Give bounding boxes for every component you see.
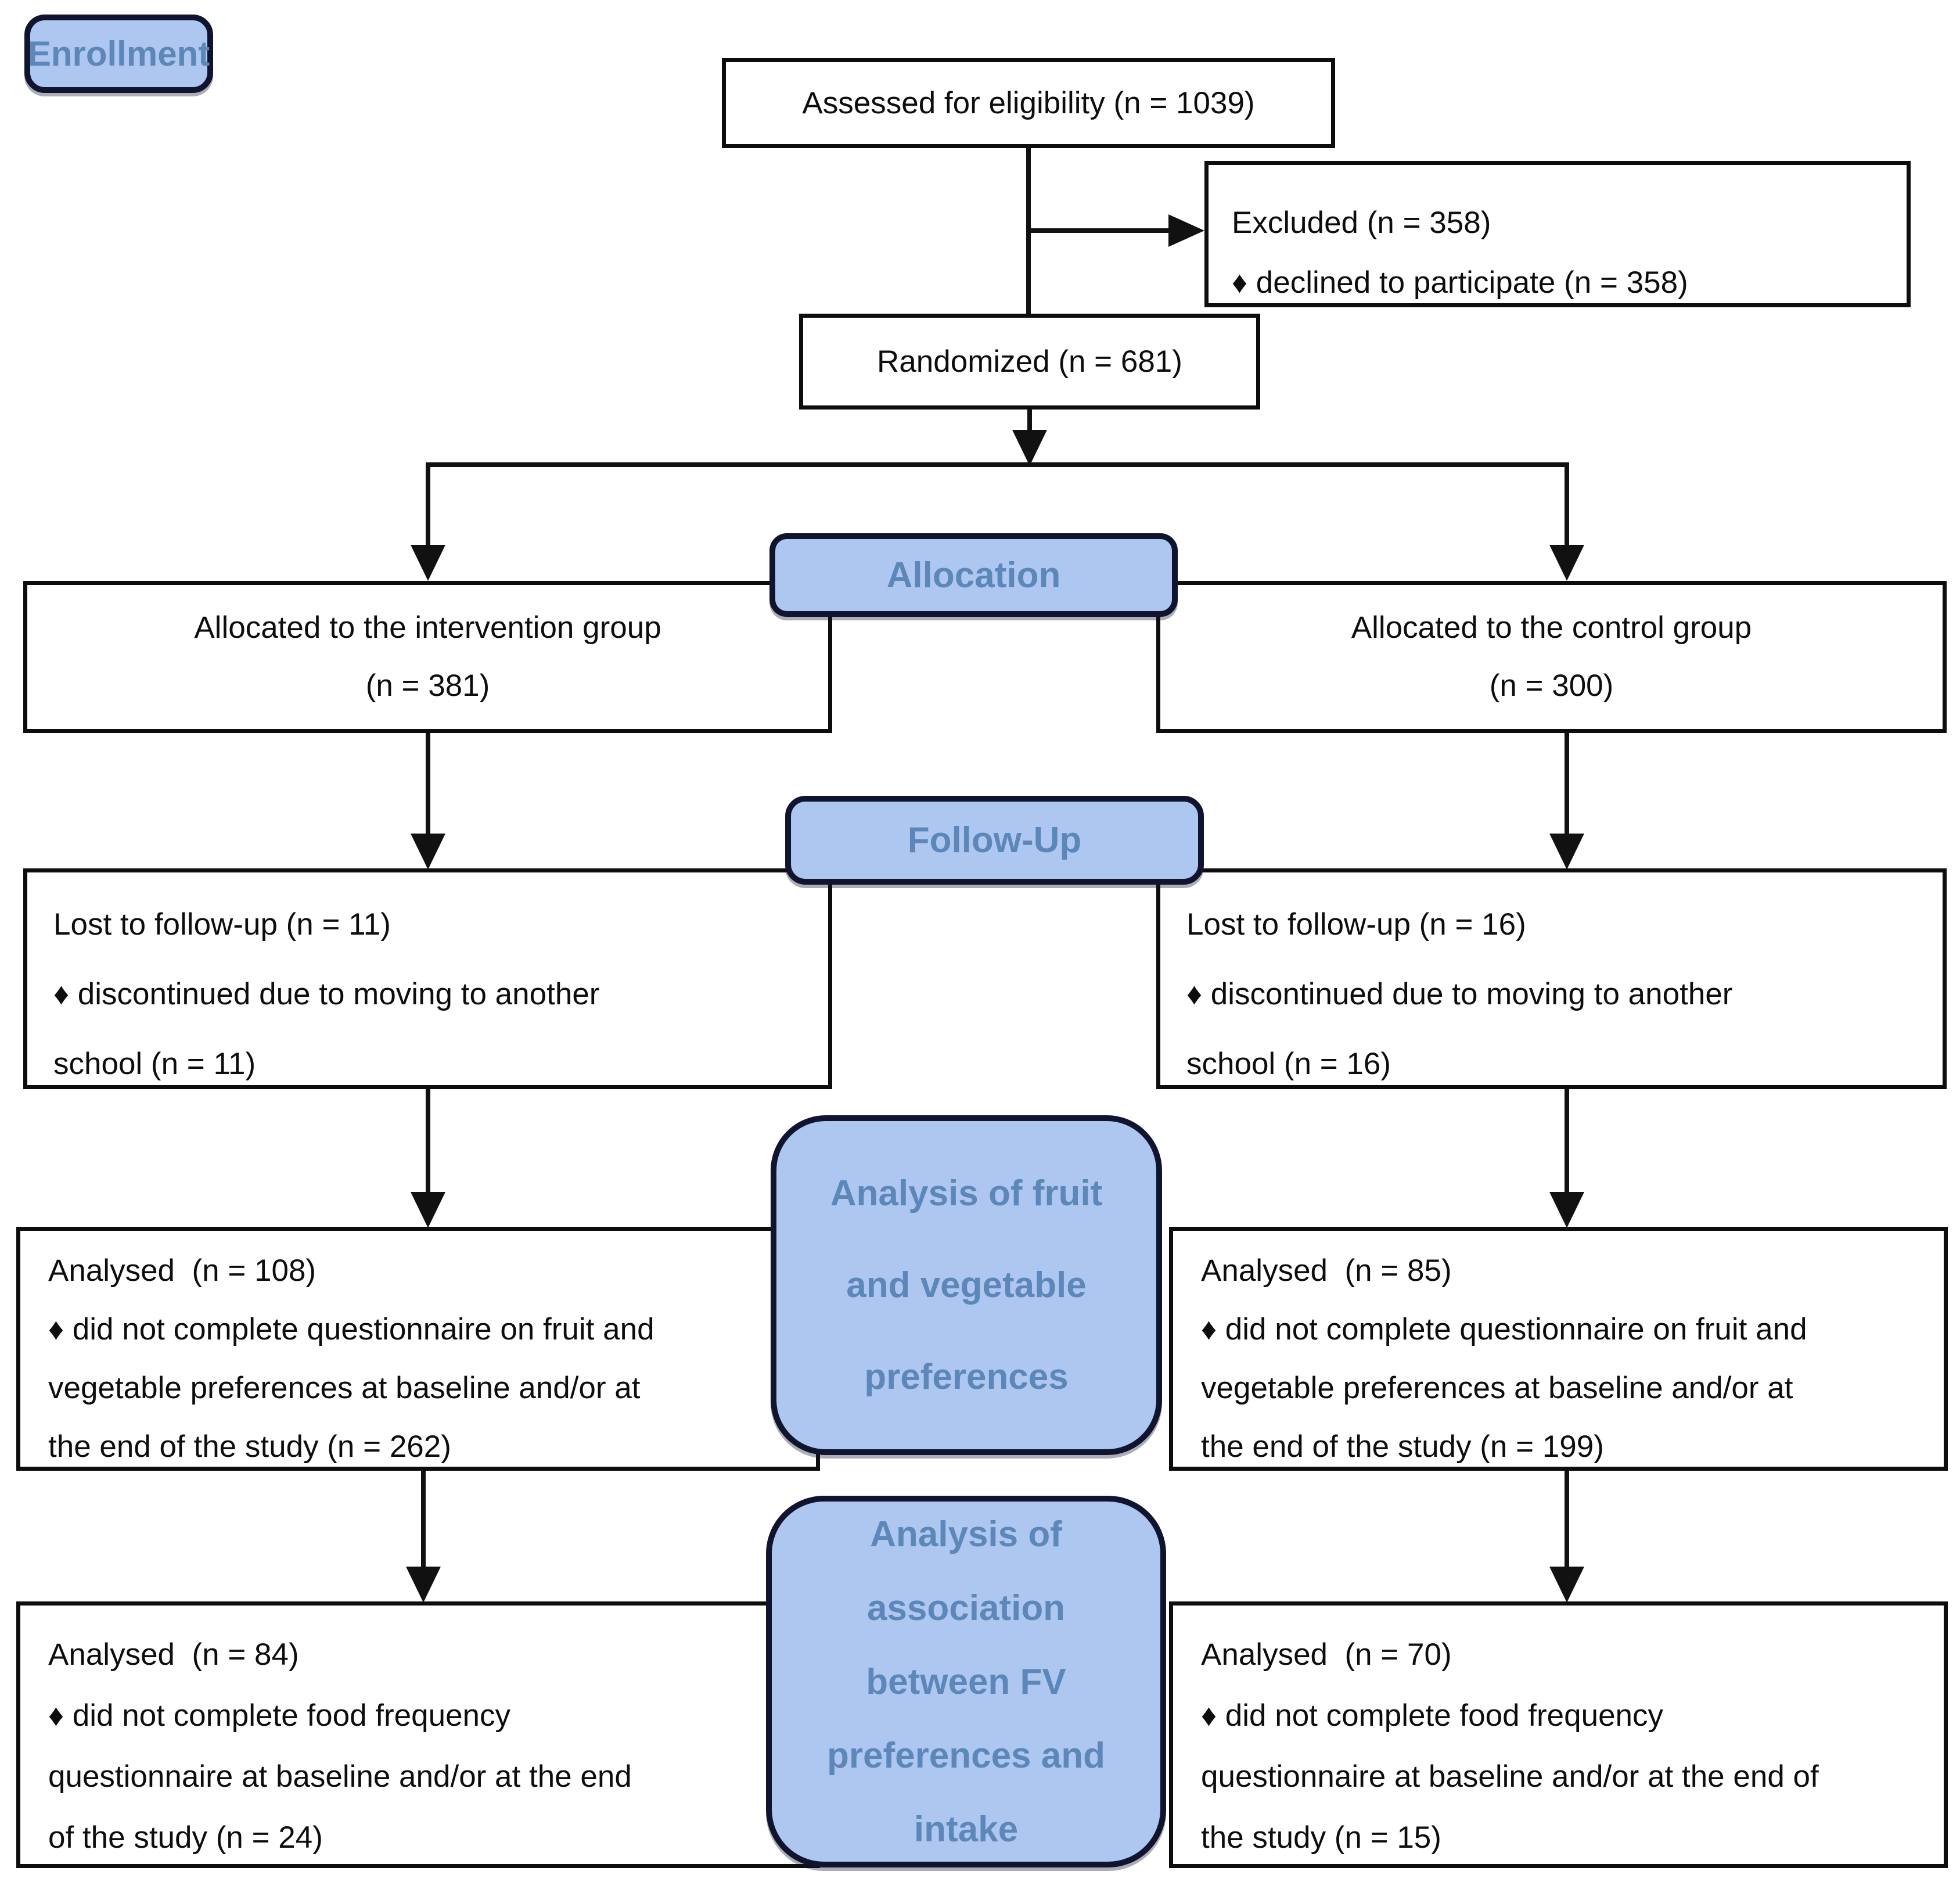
allocated-control-text: Allocated to the control group	[1351, 610, 1752, 645]
analysed-ffq-intervention-l3: questionnaire at baseline and/or at the …	[48, 1759, 632, 1794]
analysed-ffq-control-l2: ♦ did not complete food frequency	[1201, 1698, 1664, 1733]
connector-split-bar	[426, 462, 1569, 467]
analysis-fv-line2: and vegetable	[846, 1265, 1087, 1305]
analysis-fv-line3: preferences	[864, 1356, 1069, 1397]
lost-intervention-reason: ♦ discontinued due to moving to another	[53, 977, 600, 1011]
analysis-assoc-line1: Analysis of	[870, 1514, 1062, 1554]
connector-followup-to-analysis-left	[426, 1089, 430, 1192]
analysed-fv-intervention-l3: vegetable preferences at baseline and/or…	[48, 1371, 641, 1405]
enrollment-label: Enrollment	[27, 34, 210, 73]
followup-stage-badge: Follow-Up	[785, 796, 1204, 885]
randomized-text: Randomized (n = 681)	[877, 344, 1182, 379]
arrowhead-alloc-right-icon	[1549, 545, 1584, 581]
analysis-fv-stage-badge: Analysis of fruit and vegetable preferen…	[771, 1115, 1162, 1455]
analysed-fv-intervention-l4: the end of the study (n = 262)	[48, 1430, 451, 1464]
analysed-fv-control-box: Analysed (n = 85) ♦ did not complete que…	[1169, 1227, 1948, 1471]
lost-intervention-title: Lost to follow-up (n = 11)	[53, 907, 391, 942]
analysed-ffq-control-box: Analysed (n = 70) ♦ did not complete foo…	[1169, 1601, 1948, 1868]
lost-control-reason: ♦ discontinued due to moving to another	[1186, 977, 1733, 1011]
allocated-intervention-n: (n = 381)	[365, 669, 490, 703]
allocated-control-box: Allocated to the control group (n = 300)	[1156, 581, 1947, 733]
arrowhead-ffq-right-icon	[1549, 1567, 1584, 1603]
arrowhead-split-icon	[1012, 430, 1047, 466]
analysis-assoc-line3: between FV	[866, 1661, 1066, 1702]
connector-analysis-to-ffq-left	[421, 1471, 426, 1567]
connector-to-excluded	[1028, 228, 1171, 233]
connector-split-right	[1565, 465, 1569, 546]
lost-intervention-reason2: school (n = 11)	[53, 1047, 256, 1081]
analysis-assoc-line2: association	[866, 1588, 1066, 1628]
analysed-ffq-intervention-title: Analysed (n = 84)	[48, 1637, 299, 1672]
arrowhead-followup-right-icon	[1549, 834, 1584, 870]
lost-control-title: Lost to follow-up (n = 16)	[1186, 907, 1526, 942]
arrowhead-ffq-left-icon	[406, 1567, 441, 1603]
excluded-reason: ♦ declined to participate (n = 358)	[1232, 265, 1688, 300]
analysed-fv-intervention-title: Analysed (n = 108)	[48, 1254, 317, 1288]
analysed-fv-intervention-l2: ♦ did not complete questionnaire on frui…	[48, 1312, 654, 1346]
excluded-box: Excluded (n = 358) ♦ declined to partici…	[1204, 161, 1911, 307]
analysed-fv-intervention-box: Analysed (n = 108) ♦ did not complete qu…	[16, 1227, 820, 1471]
arrowhead-alloc-left-icon	[411, 545, 445, 581]
assessed-box: Assessed for eligibility (n = 1039)	[722, 58, 1335, 148]
arrowhead-excluded-icon	[1168, 214, 1204, 247]
analysed-ffq-control-l3: questionnaire at baseline and/or at the …	[1201, 1759, 1819, 1794]
analysed-ffq-control-title: Analysed (n = 70)	[1201, 1637, 1452, 1672]
lost-followup-control-box: Lost to follow-up (n = 16) ♦ discontinue…	[1156, 868, 1947, 1089]
allocation-label: Allocation	[886, 555, 1061, 595]
connector-alloc-to-followup-right	[1565, 733, 1569, 835]
analysis-assoc-line4: preferences and	[827, 1735, 1105, 1776]
allocated-intervention-box: Allocated to the intervention group (n =…	[23, 581, 832, 733]
allocation-stage-badge: Allocation	[769, 533, 1178, 617]
excluded-title: Excluded (n = 358)	[1232, 206, 1491, 240]
analysed-ffq-control-l4: the study (n = 15)	[1201, 1820, 1441, 1855]
followup-label: Follow-Up	[907, 820, 1082, 860]
randomized-box: Randomized (n = 681)	[799, 314, 1260, 410]
lost-control-reason2: school (n = 16)	[1186, 1047, 1391, 1081]
analysis-assoc-line5: intake	[914, 1809, 1019, 1849]
arrowhead-analysis-left-icon	[411, 1192, 445, 1228]
connector-followup-to-analysis-right	[1565, 1089, 1569, 1192]
connector-analysis-to-ffq-right	[1565, 1471, 1569, 1567]
assessed-text: Assessed for eligibility (n = 1039)	[802, 85, 1255, 120]
connector-alloc-to-followup-left	[426, 733, 430, 835]
analysed-ffq-intervention-box: Analysed (n = 84) ♦ did not complete foo…	[16, 1601, 820, 1868]
arrowhead-followup-left-icon	[411, 834, 445, 870]
analysed-fv-control-title: Analysed (n = 85)	[1201, 1254, 1452, 1288]
allocated-control-n: (n = 300)	[1489, 669, 1614, 703]
lost-followup-intervention-box: Lost to follow-up (n = 11) ♦ discontinue…	[23, 868, 832, 1089]
analysis-fv-line1: Analysis of fruit	[830, 1173, 1103, 1213]
analysed-fv-control-l4: the end of the study (n = 199)	[1201, 1430, 1604, 1464]
analysed-ffq-intervention-l4: of the study (n = 24)	[48, 1820, 323, 1855]
analysed-fv-control-l2: ♦ did not complete questionnaire on frui…	[1201, 1312, 1807, 1346]
arrowhead-analysis-right-icon	[1549, 1192, 1584, 1228]
allocated-intervention-text: Allocated to the intervention group	[194, 610, 661, 645]
analysed-fv-control-l3: vegetable preferences at baseline and/or…	[1201, 1371, 1793, 1405]
enrollment-stage-badge: Enrollment	[24, 15, 213, 93]
analysed-ffq-intervention-l2: ♦ did not complete food frequency	[48, 1698, 511, 1733]
analysis-association-stage-badge: Analysis of association between FV prefe…	[766, 1496, 1166, 1867]
connector-randomized-down	[1027, 410, 1032, 433]
connector-split-left	[426, 465, 430, 546]
